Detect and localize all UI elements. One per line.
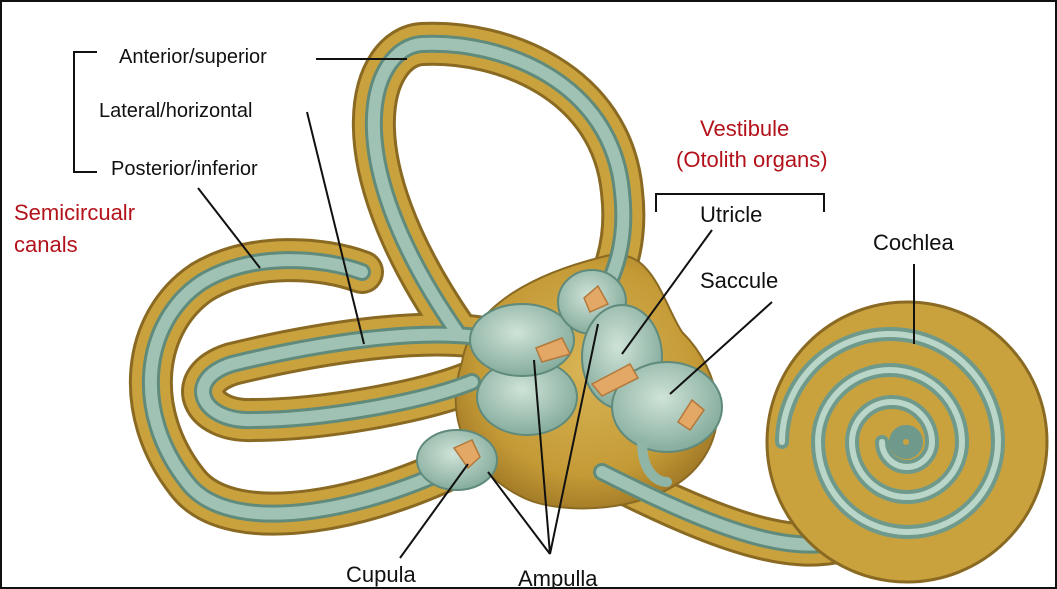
label-cochlea: Cochlea [873, 232, 954, 254]
label-anterior-superior: Anterior/superior [119, 47, 267, 67]
label-vestibule: Vestibule [700, 118, 789, 140]
label-posterior-inferior: Posterior/inferior [111, 159, 258, 179]
label-semicircular-2: canals [14, 234, 78, 256]
label-cupula: Cupula [346, 564, 416, 586]
label-ampulla: Ampulla [518, 568, 597, 589]
label-lateral-horizontal: Lateral/horizontal [99, 101, 252, 121]
semicircular-bracket [74, 52, 97, 172]
label-otolith-organs: (Otolith organs) [676, 149, 828, 171]
ampulla-posterior [417, 430, 497, 490]
cochlea [767, 302, 1047, 582]
label-semicircular-1: Semicircualr [14, 202, 135, 224]
label-saccule: Saccule [700, 270, 778, 292]
label-utricle: Utricle [700, 204, 762, 226]
